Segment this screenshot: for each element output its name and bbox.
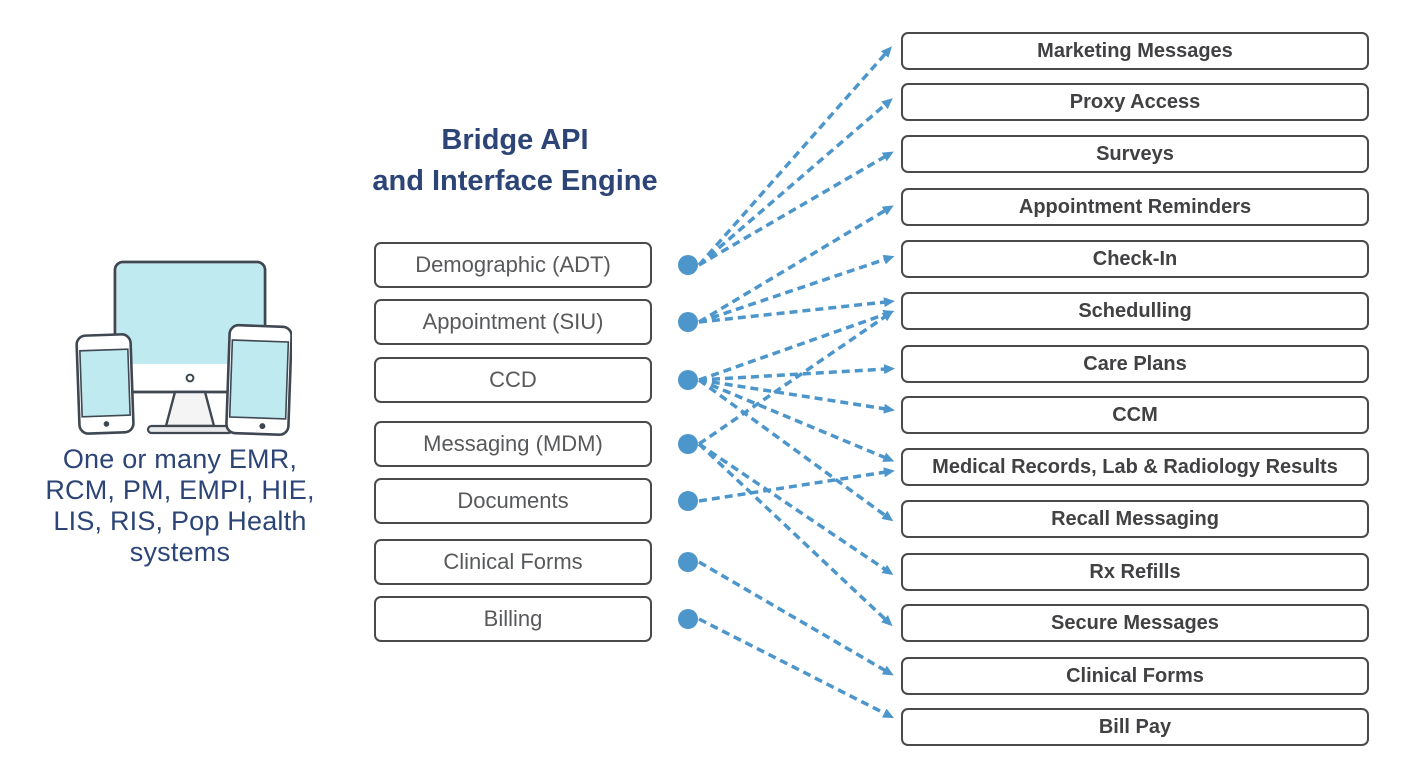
devices-svg (75, 260, 293, 437)
target-box-marketing-messages: Marketing Messages (901, 32, 1369, 70)
connector-demographic-to-surveys (698, 151, 894, 267)
target-box-ccm: CCM (901, 396, 1369, 434)
source-box-messaging: Messaging (MDM) (374, 421, 652, 467)
caption-line: One or many EMR, (62, 444, 298, 474)
caption-line: RCM, PM, EMPI, HIE, (45, 475, 315, 505)
source-box-documents: Documents (374, 478, 652, 524)
connector-messaging-to-schedulling (698, 310, 894, 446)
target-box-appointment-reminders: Appointment Reminders (901, 188, 1369, 226)
connector-ccd-to-ccm (698, 378, 895, 414)
target-box-proxy-access: Proxy Access (901, 83, 1369, 121)
connector-appointment-to-check-in (698, 254, 895, 324)
source-dot-demographic (678, 255, 698, 275)
connector-appointment-to-schedulling (698, 297, 895, 324)
connector-ccd-to-care-plans (698, 364, 895, 382)
connector-messaging-to-rx-refills (698, 442, 894, 576)
source-dot-messaging (678, 434, 698, 454)
left-caption: One or many EMR, RCM, PM, EMPI, HIE, LIS… (12, 444, 348, 568)
target-box-care-plans: Care Plans (901, 345, 1369, 383)
caption-line: LIS, RIS, Pop Health (53, 506, 307, 536)
caption-line: systems (129, 537, 231, 567)
connector-demographic-to-marketing-messages (697, 46, 892, 267)
target-box-bill-pay: Bill Pay (901, 708, 1369, 746)
connector-ccd-to-schedulling (698, 309, 895, 382)
source-box-appointment: Appointment (SIU) (374, 299, 652, 345)
source-dot-clinical-forms (678, 552, 698, 572)
phone-icon (75, 333, 135, 435)
source-box-ccd: CCD (374, 357, 652, 403)
target-box-recall-messaging: Recall Messaging (901, 500, 1369, 538)
source-dot-documents (678, 491, 698, 511)
connector-appointment-to-appointment-reminders (698, 205, 894, 324)
target-box-check-in: Check-In (901, 240, 1369, 278)
target-box-surveys: Surveys (901, 135, 1369, 173)
source-dot-appointment (678, 312, 698, 332)
source-box-clinical-forms: Clinical Forms (374, 539, 652, 585)
source-box-billing: Billing (374, 596, 652, 642)
connector-demographic-to-proxy-access (697, 98, 893, 267)
target-box-schedulling: Schedulling (901, 292, 1369, 330)
target-box-secure-messages: Secure Messages (901, 604, 1369, 642)
source-box-demographic: Demographic (ADT) (374, 242, 652, 288)
title-line: and Interface Engine (372, 165, 658, 197)
connector-clinical-forms-to-clinical-forms-target (698, 560, 894, 676)
connector-ccd-to-medical-records (698, 378, 895, 462)
tablet-icon (225, 323, 293, 437)
target-box-medical-records: Medical Records, Lab & Radiology Results (901, 448, 1369, 486)
source-dot-ccd (678, 370, 698, 390)
connector-documents-to-medical-records (698, 467, 895, 503)
title-line: Bridge API (441, 124, 589, 156)
connector-billing-to-bill-pay (698, 617, 895, 719)
devices-illustration (68, 258, 293, 440)
connector-messaging-to-secure-messages (697, 442, 893, 627)
target-box-clinical-forms-target: Clinical Forms (901, 657, 1369, 695)
target-box-rx-refills: Rx Refills (901, 553, 1369, 591)
diagram-title: Bridge API and Interface Engine (330, 120, 700, 202)
source-dot-billing (678, 609, 698, 629)
